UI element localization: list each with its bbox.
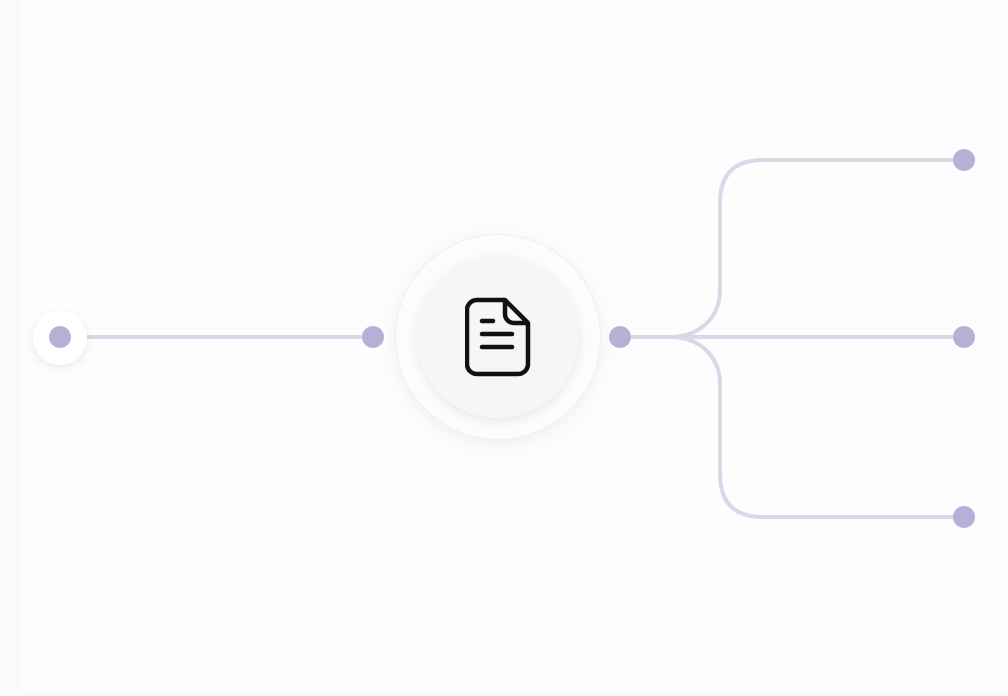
branch-middle-port[interactable] — [953, 326, 975, 348]
branch-connector-top — [618, 158, 966, 339]
hub-output-port[interactable] — [609, 326, 631, 348]
hub-input-port[interactable] — [362, 326, 384, 348]
source-output-port[interactable] — [49, 326, 71, 348]
left-edge-strip — [0, 0, 20, 696]
bottom-edge-strip — [0, 690, 1008, 696]
document-icon — [465, 297, 531, 377]
branch-top-port[interactable] — [953, 149, 975, 171]
branch-connector-bottom — [618, 335, 966, 519]
branch-bottom-port[interactable] — [953, 506, 975, 528]
hub-node[interactable] — [417, 256, 579, 418]
